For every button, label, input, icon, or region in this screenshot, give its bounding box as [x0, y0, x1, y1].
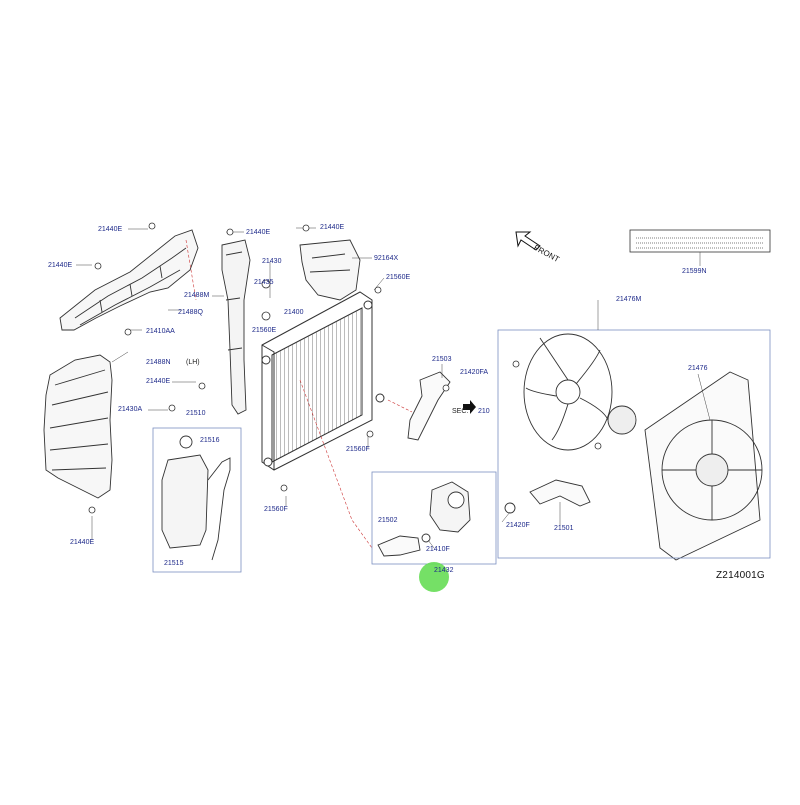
fan-shroud — [644, 371, 763, 561]
label-210[interactable]: 210 — [478, 408, 490, 415]
label-21440E-d[interactable]: 21440E — [320, 224, 345, 231]
label-21501[interactable]: 21501 — [554, 525, 574, 532]
front-arrow-icon — [515, 231, 541, 251]
label-21515[interactable]: 21515 — [164, 560, 184, 567]
label-21488Q[interactable]: 21488Q — [178, 309, 203, 316]
label-21435[interactable]: 21435 — [254, 279, 274, 286]
label-21430A[interactable]: 21430A — [118, 406, 143, 413]
water-outlet — [421, 481, 516, 543]
label-21516[interactable]: 21516 — [200, 437, 220, 444]
highlight-21432 — [419, 562, 449, 592]
label-21599N[interactable]: 21599N — [682, 268, 707, 275]
label-21510[interactable]: 21510 — [186, 410, 206, 417]
label-21440E-b[interactable]: 21440E — [48, 262, 73, 269]
label-21476M[interactable]: 21476M — [616, 296, 642, 303]
label-21400[interactable]: 21400 — [284, 309, 304, 316]
label-92164X[interactable]: 92164X — [374, 255, 399, 262]
reservoir-group-box — [152, 427, 242, 573]
label-21476[interactable]: 21476 — [688, 365, 708, 372]
label-21503[interactable]: 21503 — [432, 356, 452, 363]
reservoir-tank — [161, 435, 231, 561]
label-lh: (LH) — [186, 359, 200, 366]
air-guide-upper — [59, 229, 199, 331]
label-21430[interactable]: 21430 — [262, 258, 282, 265]
label-21420F[interactable]: 21420F — [506, 522, 530, 529]
diagram-code: Z214001G — [716, 570, 765, 581]
hoses — [377, 371, 591, 557]
air-guide-side — [221, 239, 251, 415]
label-sec: SEC. — [452, 408, 469, 415]
dashed-leaders — [185, 239, 413, 549]
label-21440E-f[interactable]: 21440E — [70, 539, 95, 546]
fan-blade — [523, 333, 637, 451]
label-21410AA[interactable]: 21410AA — [146, 328, 175, 335]
label-21432[interactable]: 21432 — [434, 567, 454, 574]
fasteners — [88, 222, 602, 514]
label-21440E-e[interactable]: 21440E — [146, 378, 171, 385]
sec-arrow-icon — [463, 400, 476, 414]
label-21440E-c[interactable]: 21440E — [246, 229, 271, 236]
label-21420FA[interactable]: 21420FA — [460, 369, 489, 376]
air-guide-lower — [43, 354, 113, 499]
label-21560E-b[interactable]: 21560E — [386, 274, 411, 281]
label-21440E-a[interactable]: 21440E — [98, 226, 123, 233]
label-21560F-b[interactable]: 21560F — [346, 446, 370, 453]
label-21502[interactable]: 21502 — [378, 517, 398, 524]
caution-label — [629, 229, 771, 253]
label-21488N[interactable]: 21488N — [146, 359, 171, 366]
label-21560F-a[interactable]: 21560F — [264, 506, 288, 513]
label-21560E-a[interactable]: 21560E — [252, 327, 277, 334]
label-21488M[interactable]: 21488M — [184, 292, 210, 299]
label-21410F[interactable]: 21410F — [426, 546, 450, 553]
radiator-bracket-upper — [299, 239, 361, 301]
fan-group-box — [497, 329, 771, 559]
radiator — [261, 291, 385, 471]
